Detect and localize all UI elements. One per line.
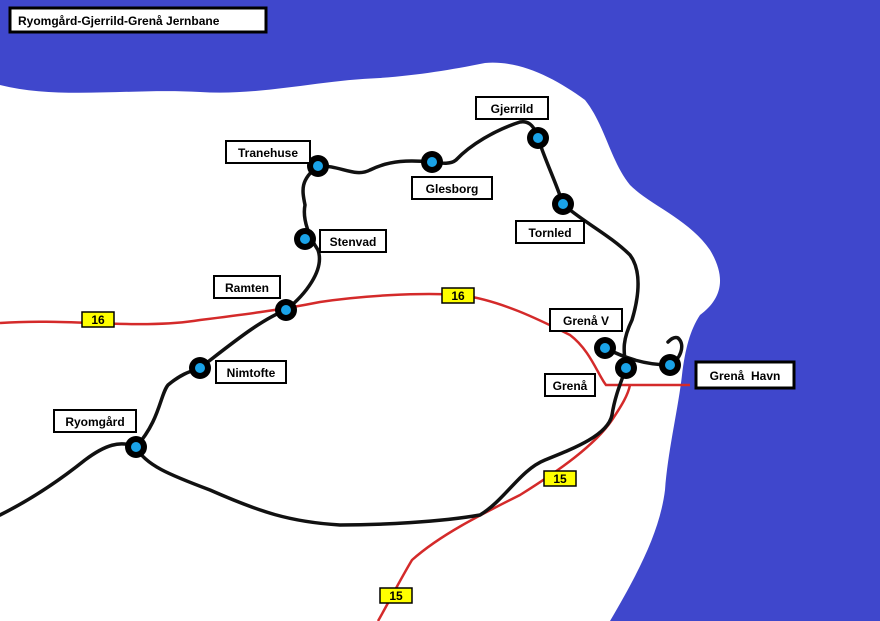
railway-harbour-line	[603, 335, 684, 367]
label-stenvad: Stenvad	[319, 229, 387, 253]
label-grena-v-text: Grenå V	[563, 314, 609, 328]
label-gjerrild: Gjerrild	[475, 96, 549, 120]
label-ramten: Ramten	[213, 275, 281, 299]
label-stenvad-text: Stenvad	[330, 235, 377, 249]
route-16-west-label: 16	[91, 313, 105, 327]
label-nimtofte: Nimtofte	[215, 360, 287, 384]
label-glesborg: Glesborg	[411, 176, 493, 200]
stations	[125, 127, 681, 458]
map-title-text: Ryomgård-Gjerrild-Grenå Jernbane	[18, 14, 220, 28]
station-grena-v	[594, 337, 616, 359]
label-grena: Grenå	[544, 373, 596, 397]
route-badge-16-east: 16	[441, 287, 475, 304]
station-grena-havn	[659, 354, 681, 376]
label-tornled-text: Tornled	[528, 226, 571, 240]
route-15-south-label: 15	[389, 589, 403, 603]
map-title: Ryomgård-Gjerrild-Grenå Jernbane	[8, 6, 268, 34]
station-tranehuse	[307, 155, 329, 177]
roads	[0, 292, 690, 621]
station-glesborg	[421, 151, 443, 173]
route-badge-16-west: 16	[81, 311, 115, 328]
station-ryomgard	[125, 436, 147, 458]
route-badge-15-north: 15	[543, 470, 577, 487]
route-badge-15-south: 15	[379, 587, 413, 604]
station-ramten	[275, 299, 297, 321]
label-glesborg-text: Glesborg	[426, 182, 479, 196]
route-16-east-label: 16	[451, 289, 465, 303]
label-grena-text: Grenå	[553, 379, 588, 393]
label-grena-havn: Grenå Havn	[694, 360, 796, 390]
label-ryomgard: Ryomgård	[53, 409, 137, 433]
label-gjerrild-text: Gjerrild	[491, 102, 534, 116]
road-15	[376, 384, 632, 621]
station-stenvad	[294, 228, 316, 250]
label-ryomgard-text: Ryomgård	[65, 415, 124, 429]
label-tranehuse-text: Tranehuse	[238, 146, 298, 160]
label-grena-havn-text: Grenå Havn	[710, 369, 781, 383]
label-ramten-text: Ramten	[225, 281, 269, 295]
label-tranehuse: Tranehuse	[225, 140, 311, 164]
station-gjerrild	[527, 127, 549, 149]
route-15-north-label: 15	[553, 472, 567, 486]
station-tornled	[552, 193, 574, 215]
road-16	[0, 292, 690, 387]
station-nimtofte	[189, 357, 211, 379]
label-nimtofte-text: Nimtofte	[227, 366, 276, 380]
label-grena-v: Grenå V	[549, 308, 623, 332]
station-grena	[615, 357, 637, 379]
label-tornled: Tornled	[515, 220, 585, 244]
